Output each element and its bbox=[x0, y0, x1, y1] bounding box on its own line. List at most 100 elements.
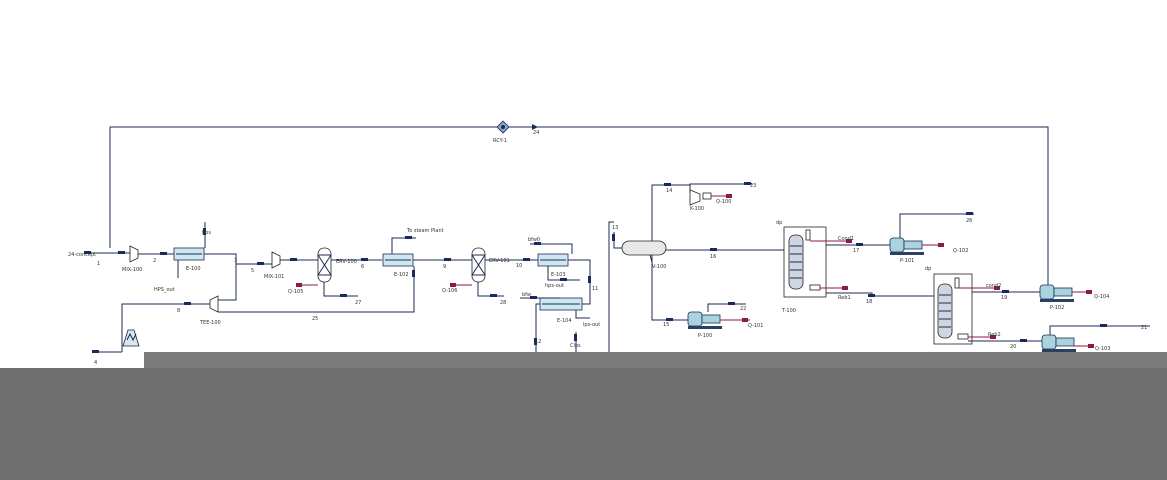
stream-2[interactable] bbox=[138, 252, 172, 255]
energy-stream-q-102[interactable] bbox=[922, 243, 944, 247]
energy-stream-q-105[interactable] bbox=[296, 283, 318, 287]
recycle-stream[interactable] bbox=[109, 124, 1049, 288]
label-stream-14: 14 bbox=[666, 188, 672, 194]
label-stream-15: 15 bbox=[663, 322, 669, 328]
stream-16[interactable] bbox=[666, 248, 784, 251]
stream-9[interactable] bbox=[413, 258, 472, 261]
label-stream-25: 25 bbox=[312, 316, 318, 322]
label-stream-20: 20 bbox=[1010, 344, 1016, 350]
stream-to-steam-plant[interactable] bbox=[391, 236, 416, 254]
stream-15[interactable] bbox=[651, 255, 690, 321]
stream-11[interactable] bbox=[568, 259, 591, 305]
mixer-mix-101[interactable] bbox=[271, 251, 281, 269]
stream-13[interactable] bbox=[608, 221, 622, 352]
mixer-mix-100[interactable] bbox=[129, 245, 139, 263]
pump-p-103[interactable] bbox=[1041, 334, 1076, 352]
stream-4[interactable] bbox=[92, 350, 122, 353]
label-stream-23: 23 bbox=[750, 183, 756, 189]
label-stream-1: 1 bbox=[97, 261, 100, 267]
energy-stream-q-104[interactable] bbox=[1072, 290, 1092, 294]
tee-tee-100[interactable] bbox=[209, 295, 219, 313]
label-stream-6: 6 bbox=[361, 264, 364, 270]
stream-10[interactable] bbox=[485, 258, 538, 261]
stream-clps[interactable] bbox=[574, 332, 577, 352]
heat-exchanger-e-103[interactable] bbox=[537, 253, 569, 267]
reactor-erv-101[interactable] bbox=[471, 247, 486, 283]
label-bfw0: bfw0 bbox=[528, 237, 540, 243]
recycle-block-rcy-1[interactable] bbox=[496, 120, 510, 134]
stream-5[interactable] bbox=[257, 262, 264, 265]
stream-6[interactable] bbox=[331, 258, 382, 261]
heater-block[interactable] bbox=[122, 329, 140, 347]
label-reb2: Reb2 bbox=[988, 332, 1001, 338]
stream-12[interactable] bbox=[534, 303, 540, 352]
stream-23[interactable] bbox=[689, 182, 752, 190]
label-e-100: E-100 bbox=[186, 266, 201, 272]
label-tee-100: TEE-100 bbox=[199, 320, 221, 326]
column-t-101[interactable] bbox=[933, 273, 973, 345]
label-p-100: P-100 bbox=[698, 333, 712, 339]
label-q-106: Q-106 bbox=[442, 288, 457, 294]
label-clps: Clps bbox=[570, 343, 581, 349]
heat-exchanger-e-100[interactable] bbox=[172, 247, 205, 261]
stream-25[interactable] bbox=[218, 266, 415, 313]
label-stream-28: 28 bbox=[500, 300, 506, 306]
pump-p-102[interactable] bbox=[1039, 284, 1074, 302]
stream-20[interactable] bbox=[968, 339, 1042, 342]
stream-27[interactable] bbox=[323, 282, 358, 297]
label-stream-22: 22 bbox=[740, 306, 746, 312]
label-e-102: E-102 bbox=[394, 272, 409, 278]
label-stream-24: 24 bbox=[533, 130, 539, 136]
energy-stream-q-103[interactable] bbox=[1074, 344, 1094, 348]
pump-p-101[interactable] bbox=[889, 237, 924, 255]
label-cond1: Cond1 bbox=[838, 236, 854, 242]
stream-28[interactable] bbox=[477, 282, 504, 297]
stream-bfw0[interactable] bbox=[530, 242, 573, 254]
label-stream-9: 9 bbox=[443, 264, 446, 270]
column-t-100[interactable] bbox=[783, 226, 827, 298]
stream-bfw[interactable] bbox=[520, 296, 560, 299]
label-stream-4: 4 bbox=[94, 360, 97, 366]
energy-stream-q-100[interactable] bbox=[711, 194, 732, 198]
label-stream-13: 13 bbox=[612, 225, 618, 231]
stream-21[interactable] bbox=[1049, 324, 1150, 335]
stream-18[interactable] bbox=[826, 292, 934, 297]
label-hps-out-e103: hps-out bbox=[545, 283, 564, 289]
stream-22[interactable] bbox=[707, 302, 746, 312]
label-erv-100: ERV-100 bbox=[336, 259, 357, 265]
label-v-100: V-100 bbox=[652, 264, 666, 270]
stream-3[interactable] bbox=[204, 253, 272, 265]
label-lps-out: lps-out bbox=[583, 322, 600, 328]
label-q-103: Q-103 bbox=[1095, 346, 1110, 352]
heat-exchanger-e-102[interactable] bbox=[382, 253, 414, 267]
label-stream-16: 16 bbox=[710, 254, 716, 260]
label-hps: hps bbox=[202, 230, 211, 236]
label-t-100-tag: dp bbox=[776, 220, 782, 226]
compressor-k-100[interactable] bbox=[689, 189, 712, 206]
stream-8[interactable] bbox=[121, 264, 237, 352]
label-stream-24-concept: 24-concept bbox=[68, 252, 96, 258]
energy-stream-q-101[interactable] bbox=[720, 318, 750, 322]
energy-stream-q-106[interactable] bbox=[450, 283, 472, 287]
energy-stream-cond1[interactable] bbox=[810, 239, 852, 243]
label-mix-100: MIX-100 bbox=[122, 267, 142, 273]
stream-24-concept[interactable] bbox=[84, 251, 130, 254]
stream-26[interactable] bbox=[899, 212, 974, 238]
stream-to-erv-100[interactable] bbox=[280, 258, 318, 261]
stream-17[interactable] bbox=[826, 243, 892, 246]
energy-stream-reb2[interactable] bbox=[968, 335, 996, 339]
energy-stream-reb1[interactable] bbox=[820, 286, 848, 290]
stream-lps-out[interactable] bbox=[575, 310, 590, 319]
reactor-erv-100[interactable] bbox=[317, 247, 332, 283]
label-t-101-tag: dp bbox=[925, 266, 931, 272]
stream-hps-out-e103[interactable] bbox=[547, 266, 580, 281]
separator-v-100[interactable] bbox=[621, 240, 667, 263]
heat-exchanger-e-104[interactable] bbox=[539, 297, 583, 311]
stream-hps[interactable] bbox=[203, 222, 206, 248]
stream-19[interactable] bbox=[972, 290, 1042, 293]
pump-p-100[interactable] bbox=[687, 311, 722, 329]
energy-stream-cond2[interactable] bbox=[959, 286, 1000, 290]
label-stream-2: 2 bbox=[153, 258, 156, 264]
label-q-105: Q-105 bbox=[288, 289, 303, 295]
